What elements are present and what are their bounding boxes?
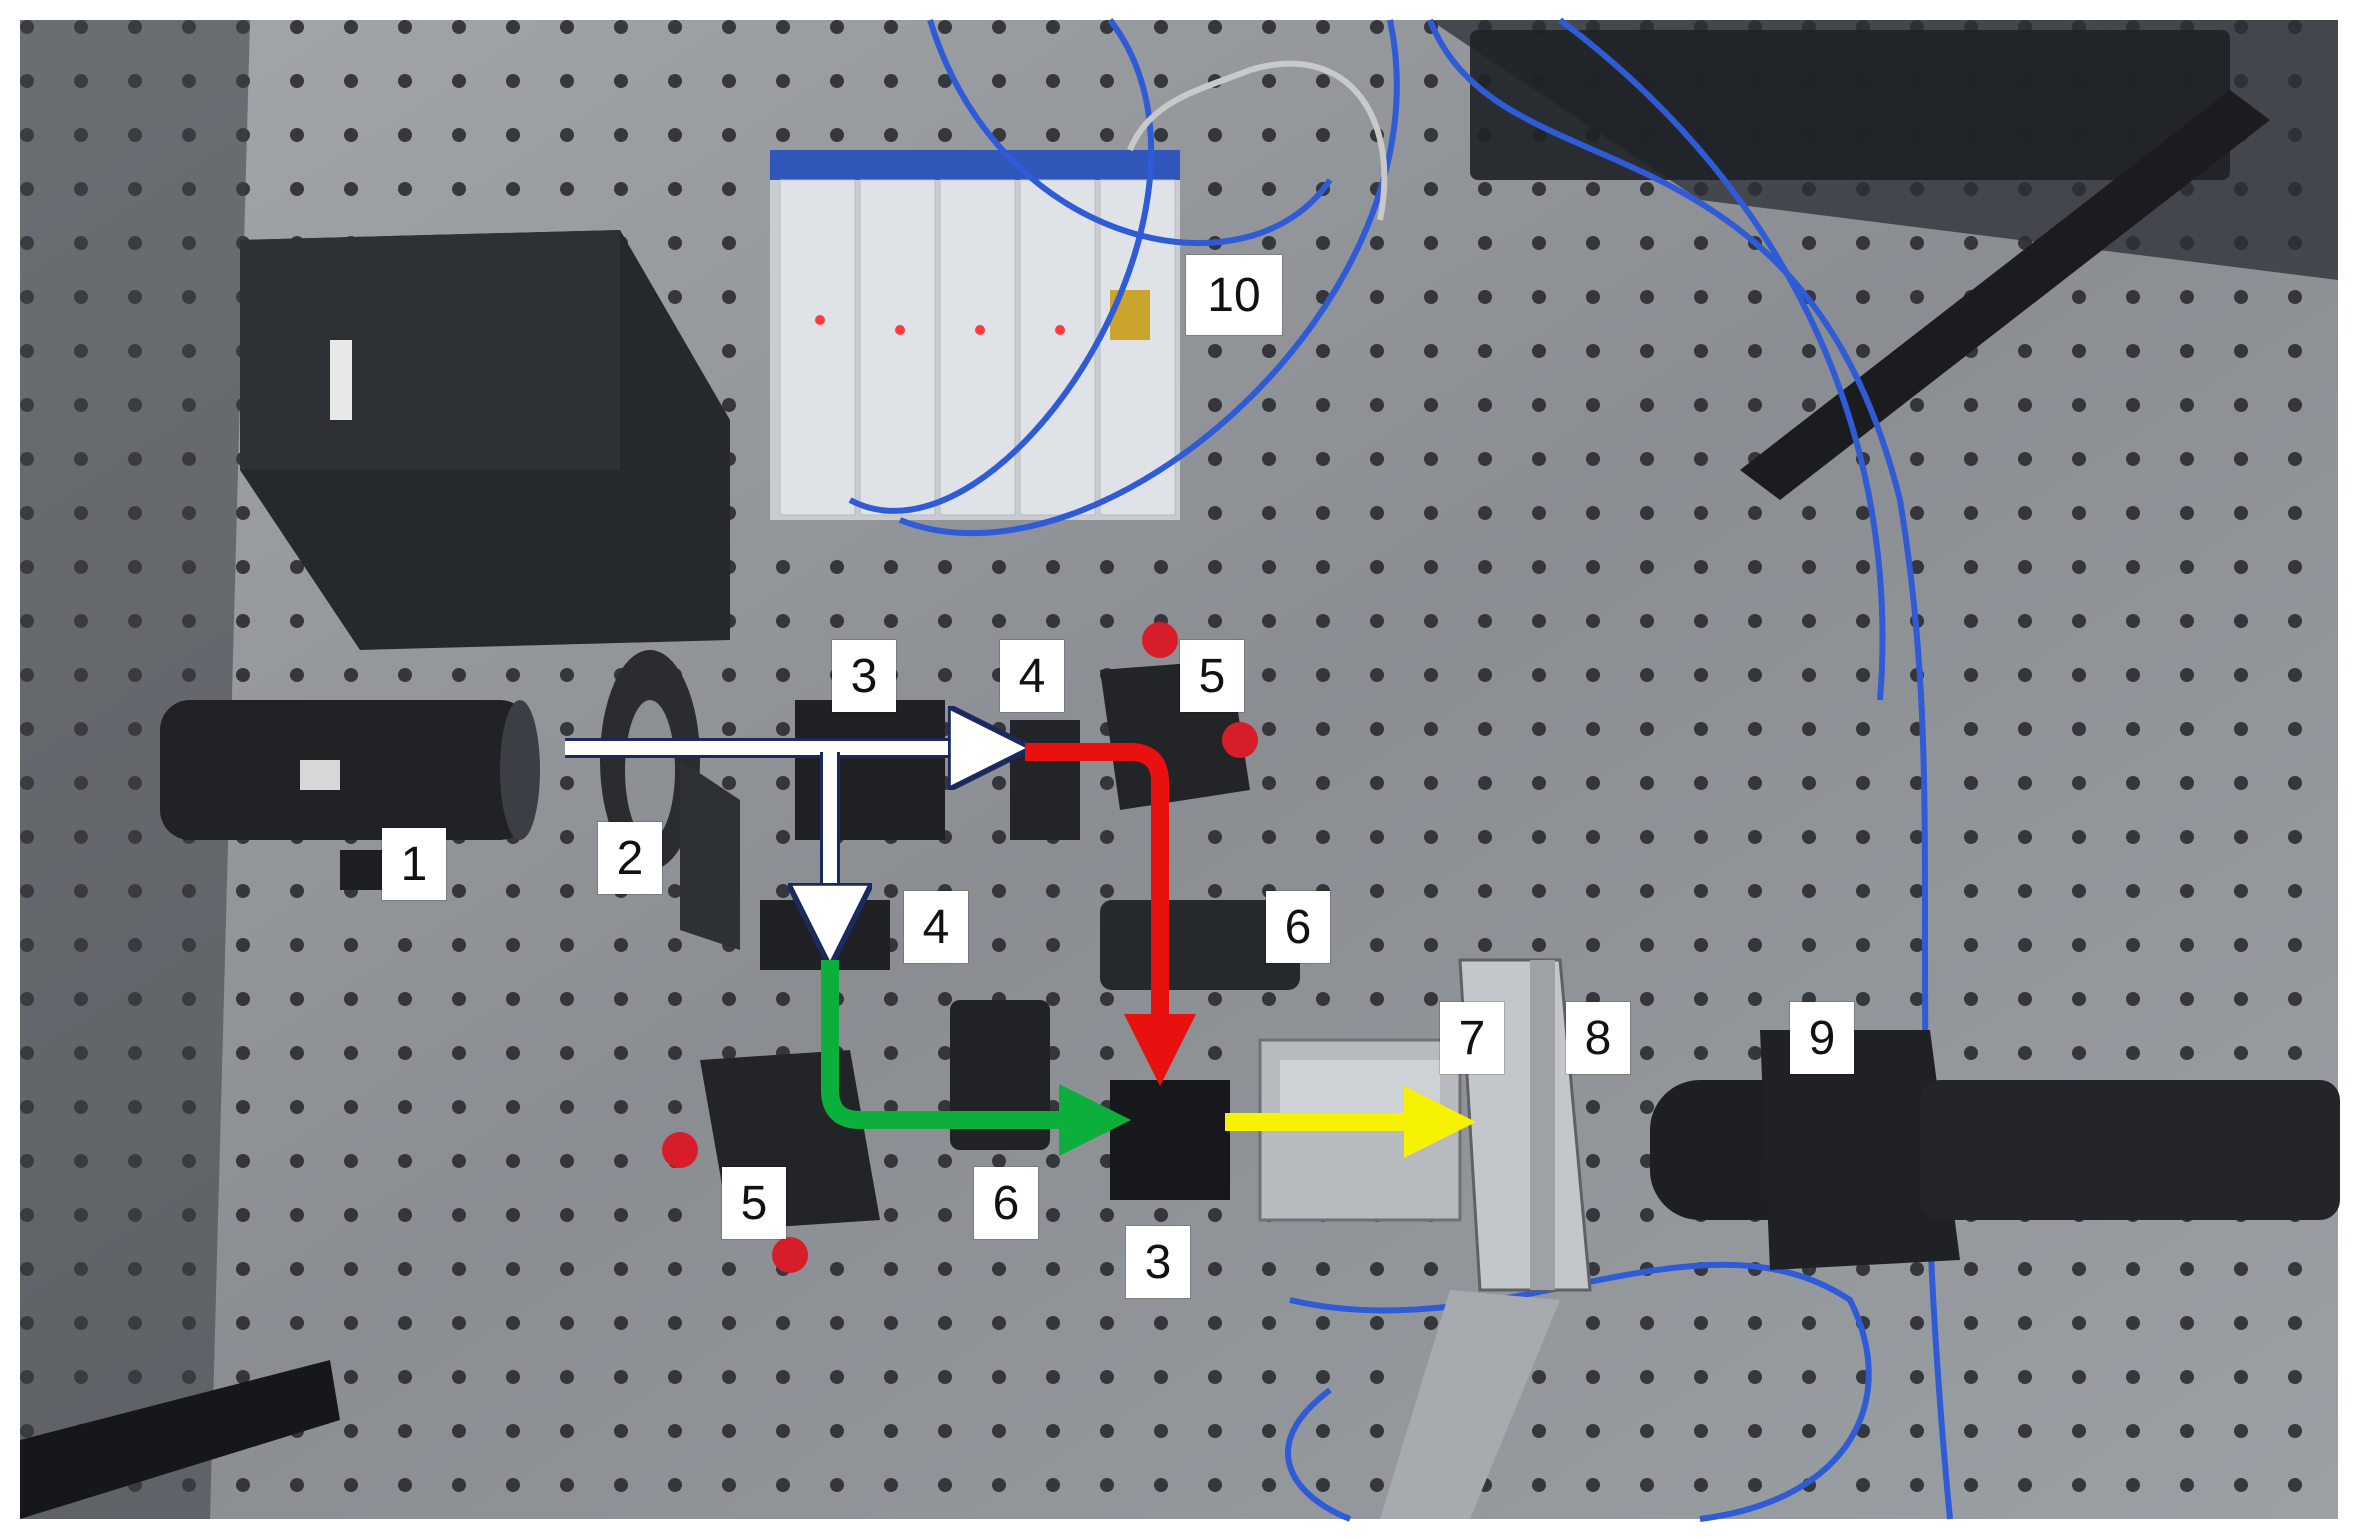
camera bbox=[1650, 1030, 2340, 1270]
label-5-lower: 5 bbox=[722, 1167, 786, 1239]
lower-stand bbox=[1380, 1290, 1560, 1519]
label-4-upper: 4 bbox=[1000, 640, 1064, 712]
label-3-upper: 3 bbox=[832, 640, 896, 712]
light-source-box bbox=[240, 230, 730, 650]
green-beam-arrow bbox=[821, 960, 1131, 1156]
grey-cable bbox=[1127, 60, 1388, 221]
label-5-upper: 5 bbox=[1180, 640, 1244, 712]
data-acquisition-unit bbox=[770, 150, 1180, 520]
label-4-lower: 4 bbox=[904, 891, 968, 963]
label-6-upper: 6 bbox=[1266, 891, 1330, 963]
lens-holder bbox=[600, 650, 740, 950]
label-7: 7 bbox=[1440, 1002, 1504, 1074]
label-10: 10 bbox=[1186, 255, 1282, 335]
top-right-monitor bbox=[1470, 30, 2230, 180]
bottom-left-rail bbox=[20, 1360, 340, 1519]
label-8: 8 bbox=[1566, 1002, 1630, 1074]
diagonal-rail bbox=[1740, 90, 2270, 500]
iris-mount-upper bbox=[1100, 900, 1300, 990]
label-3-lower: 3 bbox=[1126, 1226, 1190, 1298]
label-9: 9 bbox=[1790, 1002, 1854, 1074]
label-2: 2 bbox=[598, 822, 662, 894]
beam-splitter-upper bbox=[795, 700, 945, 840]
led-light-source bbox=[160, 700, 540, 890]
beam-splitter-lower bbox=[1110, 1080, 1230, 1200]
left-enclosure-glass bbox=[20, 20, 250, 1519]
label-1: 1 bbox=[382, 828, 446, 900]
red-beam-arrow bbox=[1025, 743, 1196, 1086]
label-6-lower: 6 bbox=[974, 1167, 1038, 1239]
mirror-upper bbox=[1010, 720, 1080, 840]
